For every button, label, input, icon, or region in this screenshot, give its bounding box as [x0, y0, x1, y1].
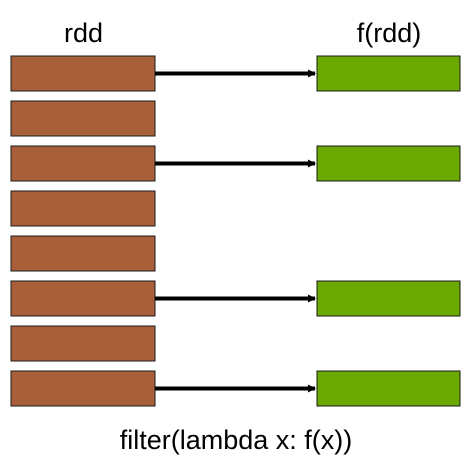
f-rdd-element	[316, 55, 461, 92]
rdd-element	[10, 100, 156, 137]
rdd-element	[10, 235, 156, 272]
rdd-element	[10, 370, 156, 407]
f-rdd-label: f(rdd)	[356, 18, 422, 48]
rdd-element	[10, 280, 156, 317]
f-rdd-element	[316, 145, 461, 182]
f-rdd-element	[316, 280, 461, 317]
rdd-element	[10, 145, 156, 182]
rdd-label: rdd	[63, 18, 104, 48]
rdd-element	[10, 190, 156, 227]
rdd-element	[10, 55, 156, 92]
rdd-element	[10, 325, 156, 362]
f-rdd-element	[316, 370, 461, 407]
caption: filter(lambda x: f(x))	[119, 425, 353, 455]
